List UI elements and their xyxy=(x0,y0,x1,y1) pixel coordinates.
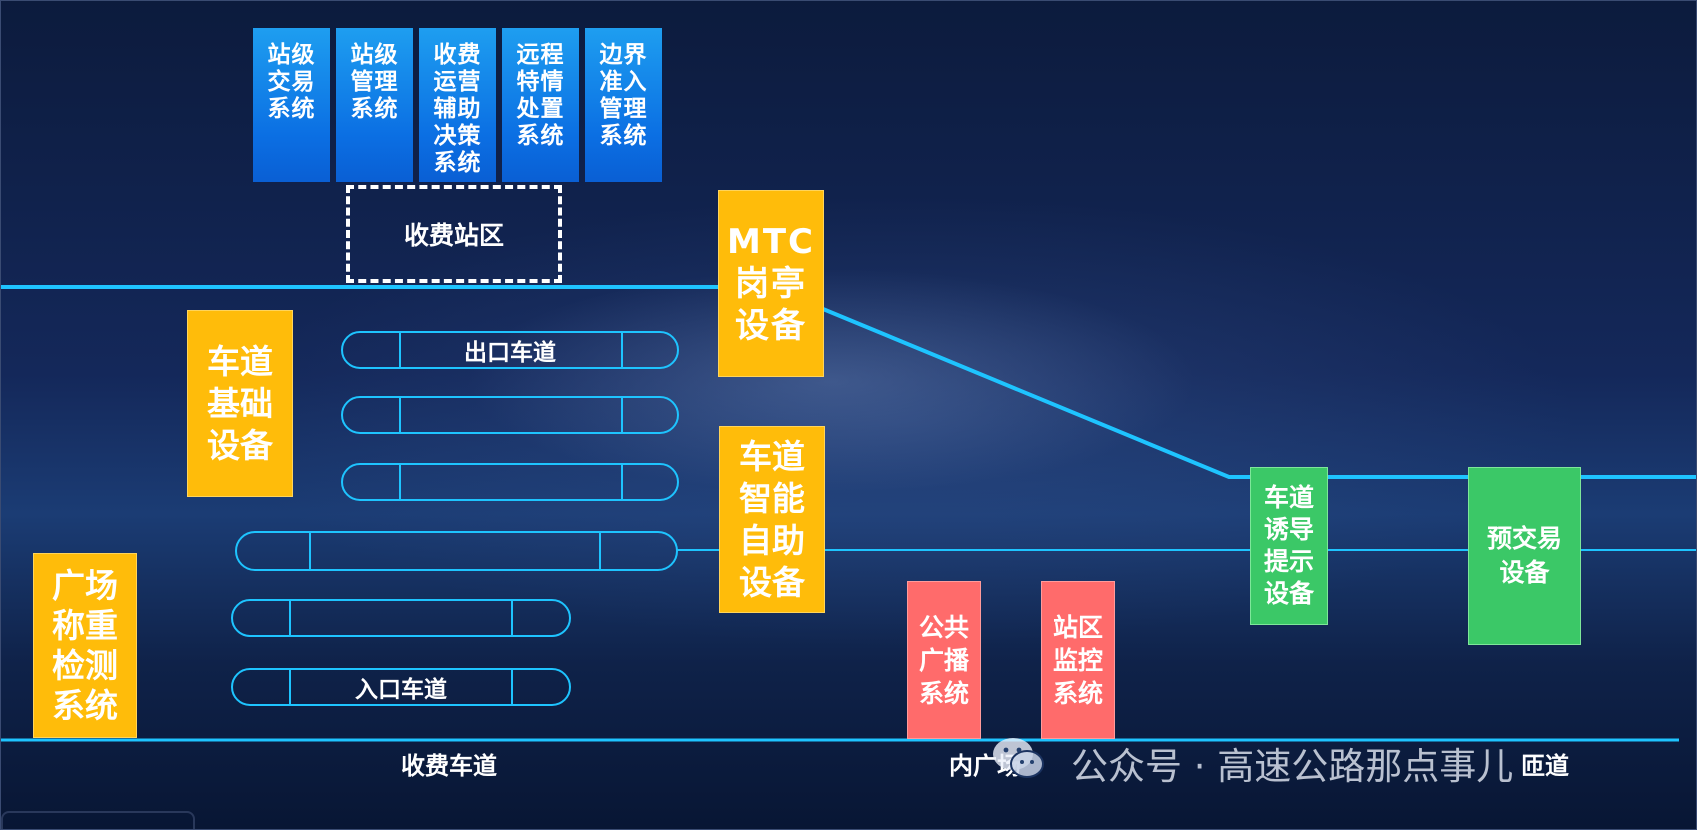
exit-lane-label: 出口车道 xyxy=(464,340,556,366)
toll-decision-support-system-label: 收费运营辅助决策系统 xyxy=(433,42,482,176)
lane-base-equipment-label: 车道基础设备 xyxy=(207,341,273,465)
remote-special-case-system-label: 远程特情处置系统 xyxy=(516,42,565,149)
lane-row xyxy=(231,599,571,637)
station-monitoring-system-label: 站区监控系统 xyxy=(1052,612,1103,708)
lane-divider xyxy=(621,396,623,434)
remote-special-case-system-box: 远程特情处置系统 xyxy=(502,28,579,182)
lane-guidance-device-label: 车道诱导提示设备 xyxy=(1263,483,1314,608)
lane-divider xyxy=(621,331,623,369)
boundary-access-system-box: 边界准入管理系统 xyxy=(585,28,662,182)
lane-divider xyxy=(399,396,401,434)
toll-decision-support-system-box: 收费运营辅助决策系统 xyxy=(419,28,496,182)
pre-transaction-device-label: 预交易设备 xyxy=(1486,524,1562,587)
diagonal-boundary-line xyxy=(822,307,1696,479)
mtc-booth-equipment-label: MTC岗亭设备 xyxy=(727,221,815,346)
station-monitoring-system-box: 站区监控系统 xyxy=(1041,581,1115,739)
public-broadcast-system-box: 公共广播系统 xyxy=(907,581,981,739)
toll-lane-area-label: 收费车道 xyxy=(401,752,497,780)
lane-smart-self-service-box: 车道智能自助设备 xyxy=(719,426,825,613)
ramp-area-label: 匝道 xyxy=(1521,752,1569,780)
plaza-weighing-system-box: 广场称重检测系统 xyxy=(33,553,137,738)
wechat-icon xyxy=(993,738,1044,778)
station-transaction-system-box: 站级交易系统 xyxy=(253,28,330,182)
watermark-text: 公众号 · 高速公路那点事儿 xyxy=(1071,745,1514,788)
pre-transaction-device-box: 预交易设备 xyxy=(1468,467,1581,645)
lane-row xyxy=(341,396,679,434)
lane-divider xyxy=(621,463,623,501)
lane-divider xyxy=(309,531,311,571)
boundary-access-system-label: 边界准入管理系统 xyxy=(599,42,648,149)
lane-base-equipment-box: 车道基础设备 xyxy=(187,310,293,497)
toll-station-zone-label: 收费站区 xyxy=(403,221,504,250)
plaza-weighing-system-label: 广场称重检测系统 xyxy=(52,565,118,725)
lane-divider xyxy=(399,331,401,369)
lane-divider xyxy=(289,668,291,706)
lane-divider xyxy=(511,668,513,706)
entry-lane-label: 入口车道 xyxy=(355,677,447,703)
lane-row xyxy=(235,531,678,571)
lane-divider xyxy=(511,599,513,637)
station-management-system-label: 站级管理系统 xyxy=(350,42,399,122)
lane-smart-self-service-label: 车道智能自助设备 xyxy=(739,436,805,602)
entry-lane: 入口车道 xyxy=(231,668,571,706)
lane-guidance-device-box: 车道诱导提示设备 xyxy=(1250,467,1328,625)
lane-divider xyxy=(599,531,601,571)
lane-divider xyxy=(289,599,291,637)
station-management-system-box: 站级管理系统 xyxy=(336,28,413,182)
station-transaction-system-label: 站级交易系统 xyxy=(267,42,316,122)
toll-station-zone: 收费站区 xyxy=(346,185,562,283)
mtc-booth-equipment-box: MTC岗亭设备 xyxy=(718,190,824,377)
lane-divider xyxy=(399,463,401,501)
lane-row xyxy=(341,463,679,501)
corner-decoration xyxy=(1,811,195,829)
exit-lane: 出口车道 xyxy=(341,331,679,369)
public-broadcast-system-label: 公共广播系统 xyxy=(918,612,969,708)
